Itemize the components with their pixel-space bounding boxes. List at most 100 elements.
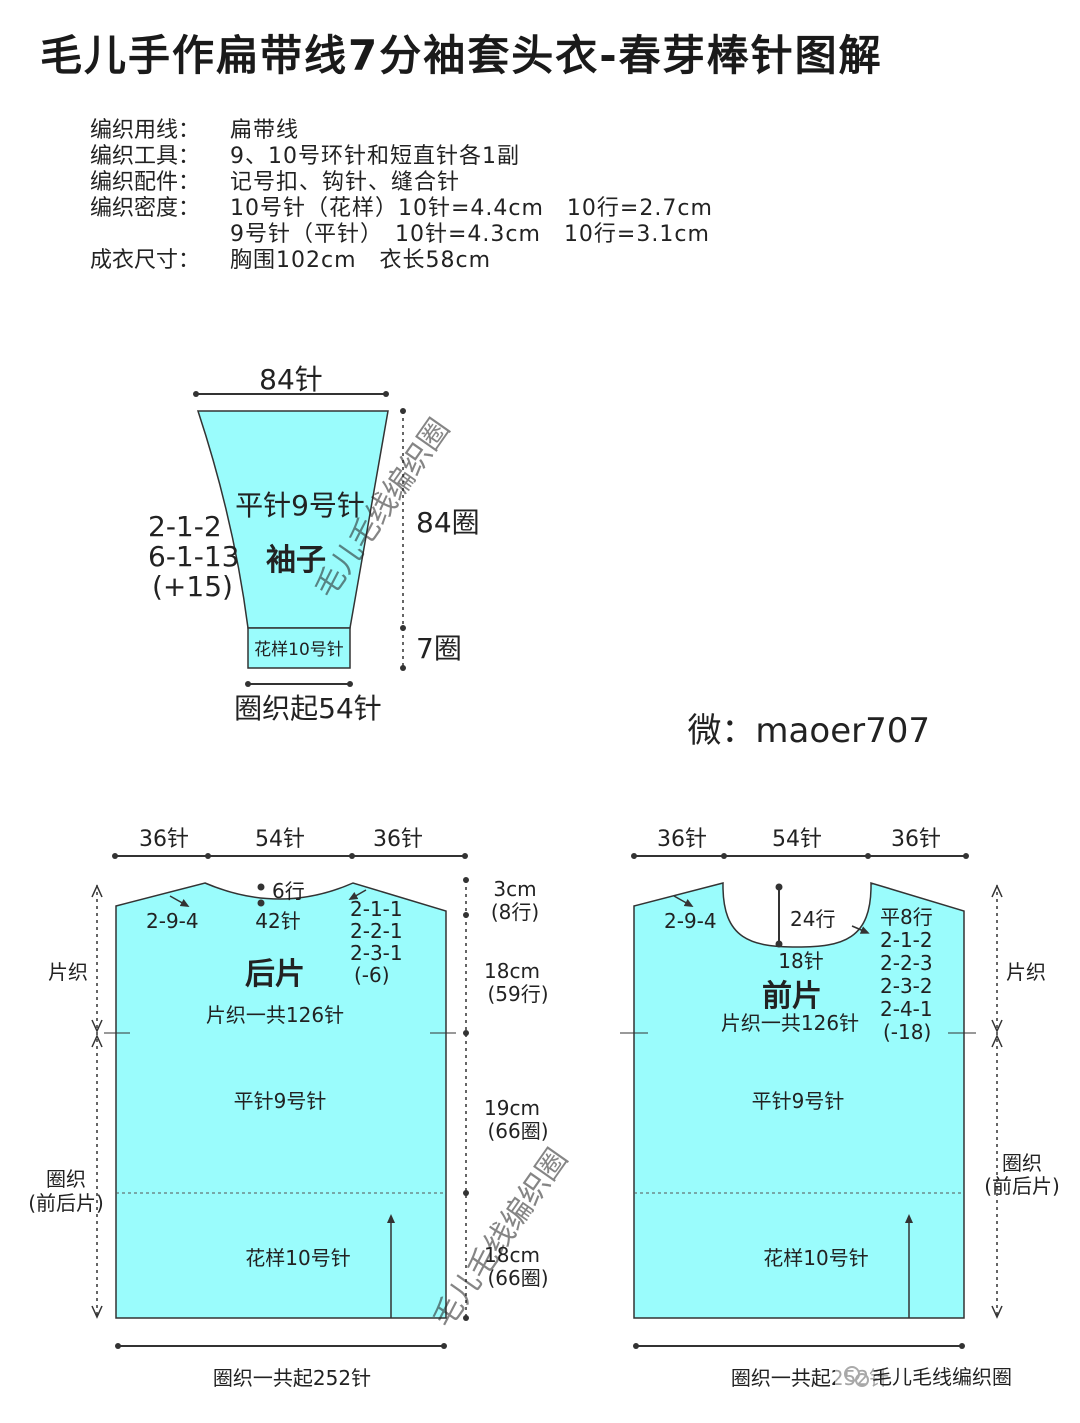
front-body-text: 平针9号针 xyxy=(752,1089,845,1113)
spec-value: 胸围102cm 衣长58cm xyxy=(230,248,492,273)
front-shoulder-left: 36针 xyxy=(657,827,707,852)
dim-dot xyxy=(963,853,969,859)
dim-dot xyxy=(865,853,871,859)
dim-dot xyxy=(400,408,406,414)
arrow xyxy=(91,1019,103,1033)
front-neck-width: 54针 xyxy=(772,827,822,852)
dim-dot xyxy=(383,391,389,397)
dim-dot xyxy=(257,899,265,907)
dim-dot xyxy=(349,853,355,859)
dim-dot xyxy=(441,1343,447,1349)
spec-row-tools: 编织工具： 9、10号环针和短直针各1副 xyxy=(90,144,713,170)
front-neck-bottom: 18针 xyxy=(778,949,823,973)
spec-label: 成衣尺寸： xyxy=(90,248,201,273)
dim-dot xyxy=(463,912,469,918)
dim-dot xyxy=(205,853,211,859)
back-dim-rows-3: (66圈) xyxy=(487,1119,548,1143)
back-neck-bottom: 42针 xyxy=(255,909,300,933)
back-piece-shape xyxy=(115,882,447,1319)
back-neck-dec-total: (-6) xyxy=(354,963,390,987)
front-neck-dec-3: 2-2-3 xyxy=(880,951,933,975)
arrow xyxy=(348,889,367,900)
spec-row-yarn: 编织用线： 扁带线 xyxy=(90,118,713,144)
back-body-text: 平针9号针 xyxy=(234,1089,327,1113)
arrow xyxy=(91,1034,103,1048)
back-neck-width: 54针 xyxy=(255,827,305,852)
front-piece-diagram: 36针 54针 36针 24行 18针 2-9-4 平8行 2-1-2 2-2-… xyxy=(620,827,1060,1390)
sleeve-body-text: 平针9号针 xyxy=(235,489,365,522)
arrow xyxy=(91,884,103,898)
back-round-label-2: (前后片) xyxy=(28,1191,104,1215)
dim-dot xyxy=(400,625,406,631)
back-total-stitches: 片织一共126针 xyxy=(206,1003,344,1027)
front-neck-dec-1: 平8行 xyxy=(880,905,933,929)
front-neck-dec-4: 2-3-2 xyxy=(880,974,933,998)
back-piece-diagram: 36针 54针 36针 6行 42针 2-9-4 2-1-1 2-2-1 2-3… xyxy=(28,827,548,1390)
sleeve-cuff-shape xyxy=(247,627,351,669)
dim-dot xyxy=(463,1190,469,1196)
wechat-icon xyxy=(855,1373,869,1387)
front-flat-label: 片织 xyxy=(1006,960,1046,984)
spec-value: 9号针（平针） 10针=4.3cm 10行=3.1cm xyxy=(230,222,710,247)
arrow xyxy=(169,895,190,907)
back-dim-rows-1: (8行) xyxy=(491,900,539,924)
sleeve-increase-1: 2-1-2 xyxy=(148,510,222,543)
front-shoulder-right: 36针 xyxy=(891,827,941,852)
spec-label: 编织配件： xyxy=(90,170,201,195)
arrow xyxy=(991,884,1003,898)
arrow xyxy=(851,925,870,934)
dim-dot xyxy=(463,877,469,883)
dim-dot xyxy=(245,681,251,687)
back-shoulder-right: 36针 xyxy=(373,827,423,852)
dim-dot xyxy=(775,940,783,948)
spec-row-notions: 编织配件： 记号扣、钩针、缝合针 xyxy=(90,170,713,196)
dim-dot xyxy=(463,1315,469,1321)
spec-label: 编织工具： xyxy=(90,144,201,169)
front-piece-name: 前片 xyxy=(762,979,822,1014)
spec-value: 9、10号环针和短直针各1副 xyxy=(230,144,520,169)
front-round-label-1: 圈织 xyxy=(1002,1151,1042,1175)
sleeve-increase-total: (+15) xyxy=(152,570,233,603)
back-dim-cm-1: 3cm xyxy=(493,877,536,901)
back-dim-cm-2: 18cm xyxy=(484,959,540,983)
dim-dot xyxy=(633,1343,639,1349)
front-neck-dec-total: (-18) xyxy=(883,1020,931,1044)
back-shoulder-dec: 2-9-4 xyxy=(146,909,199,933)
spec-label: 编织用线： xyxy=(90,118,201,143)
arrow xyxy=(991,1034,1003,1048)
front-piece-shape xyxy=(633,881,965,1319)
dim-dot xyxy=(775,883,783,891)
back-neck-dec-2: 2-2-1 xyxy=(350,919,403,943)
wechat-watermark: 微：maoer707 xyxy=(687,711,930,751)
back-round-label-1: 圈织 xyxy=(46,1167,86,1191)
front-round-label-2: (前后片) xyxy=(984,1174,1060,1198)
back-dim-rows-4: (66圈) xyxy=(487,1266,548,1290)
sleeve-increase-2: 6-1-13 xyxy=(148,540,239,573)
diagonal-watermark: 毛儿毛线编织圈 xyxy=(426,1142,575,1334)
front-neck-rows: 24行 xyxy=(790,907,835,931)
spec-value: 10号针（花样）10针=4.4cm 10行=2.7cm xyxy=(230,196,713,221)
back-neck-rows: 6行 xyxy=(272,879,305,903)
spec-value: 记号扣、钩针、缝合针 xyxy=(230,170,461,195)
arrow xyxy=(673,895,694,907)
back-cast-on: 圈织一共起252针 xyxy=(213,1366,371,1390)
dim-dot xyxy=(462,853,468,859)
dim-dot xyxy=(721,853,727,859)
sleeve-name: 袖子 xyxy=(266,543,326,578)
spec-row-gauge: 编织密度： 10号针（花样）10针=4.4cm 10行=2.7cm xyxy=(90,196,713,222)
dim-dot xyxy=(347,681,353,687)
back-shoulder-left: 36针 xyxy=(139,827,189,852)
back-dim-rows-2: (59行) xyxy=(487,982,548,1006)
front-neck-dec-5: 2-4-1 xyxy=(880,997,933,1021)
spec-value: 扁带线 xyxy=(230,118,300,143)
spec-label: 编织密度： xyxy=(90,196,201,221)
front-neck-dec-2: 2-1-2 xyxy=(880,928,933,952)
dim-dot xyxy=(959,1343,965,1349)
arrow xyxy=(991,1305,1003,1319)
sleeve-cuff-rows: 7圈 xyxy=(416,632,462,665)
arrow xyxy=(91,1305,103,1319)
dim-dot xyxy=(193,391,199,397)
sleeve-diagram: 84针 平针9号针 袖子 2-1-2 6-1-13 (+15) 花样10号针 8… xyxy=(148,363,480,725)
